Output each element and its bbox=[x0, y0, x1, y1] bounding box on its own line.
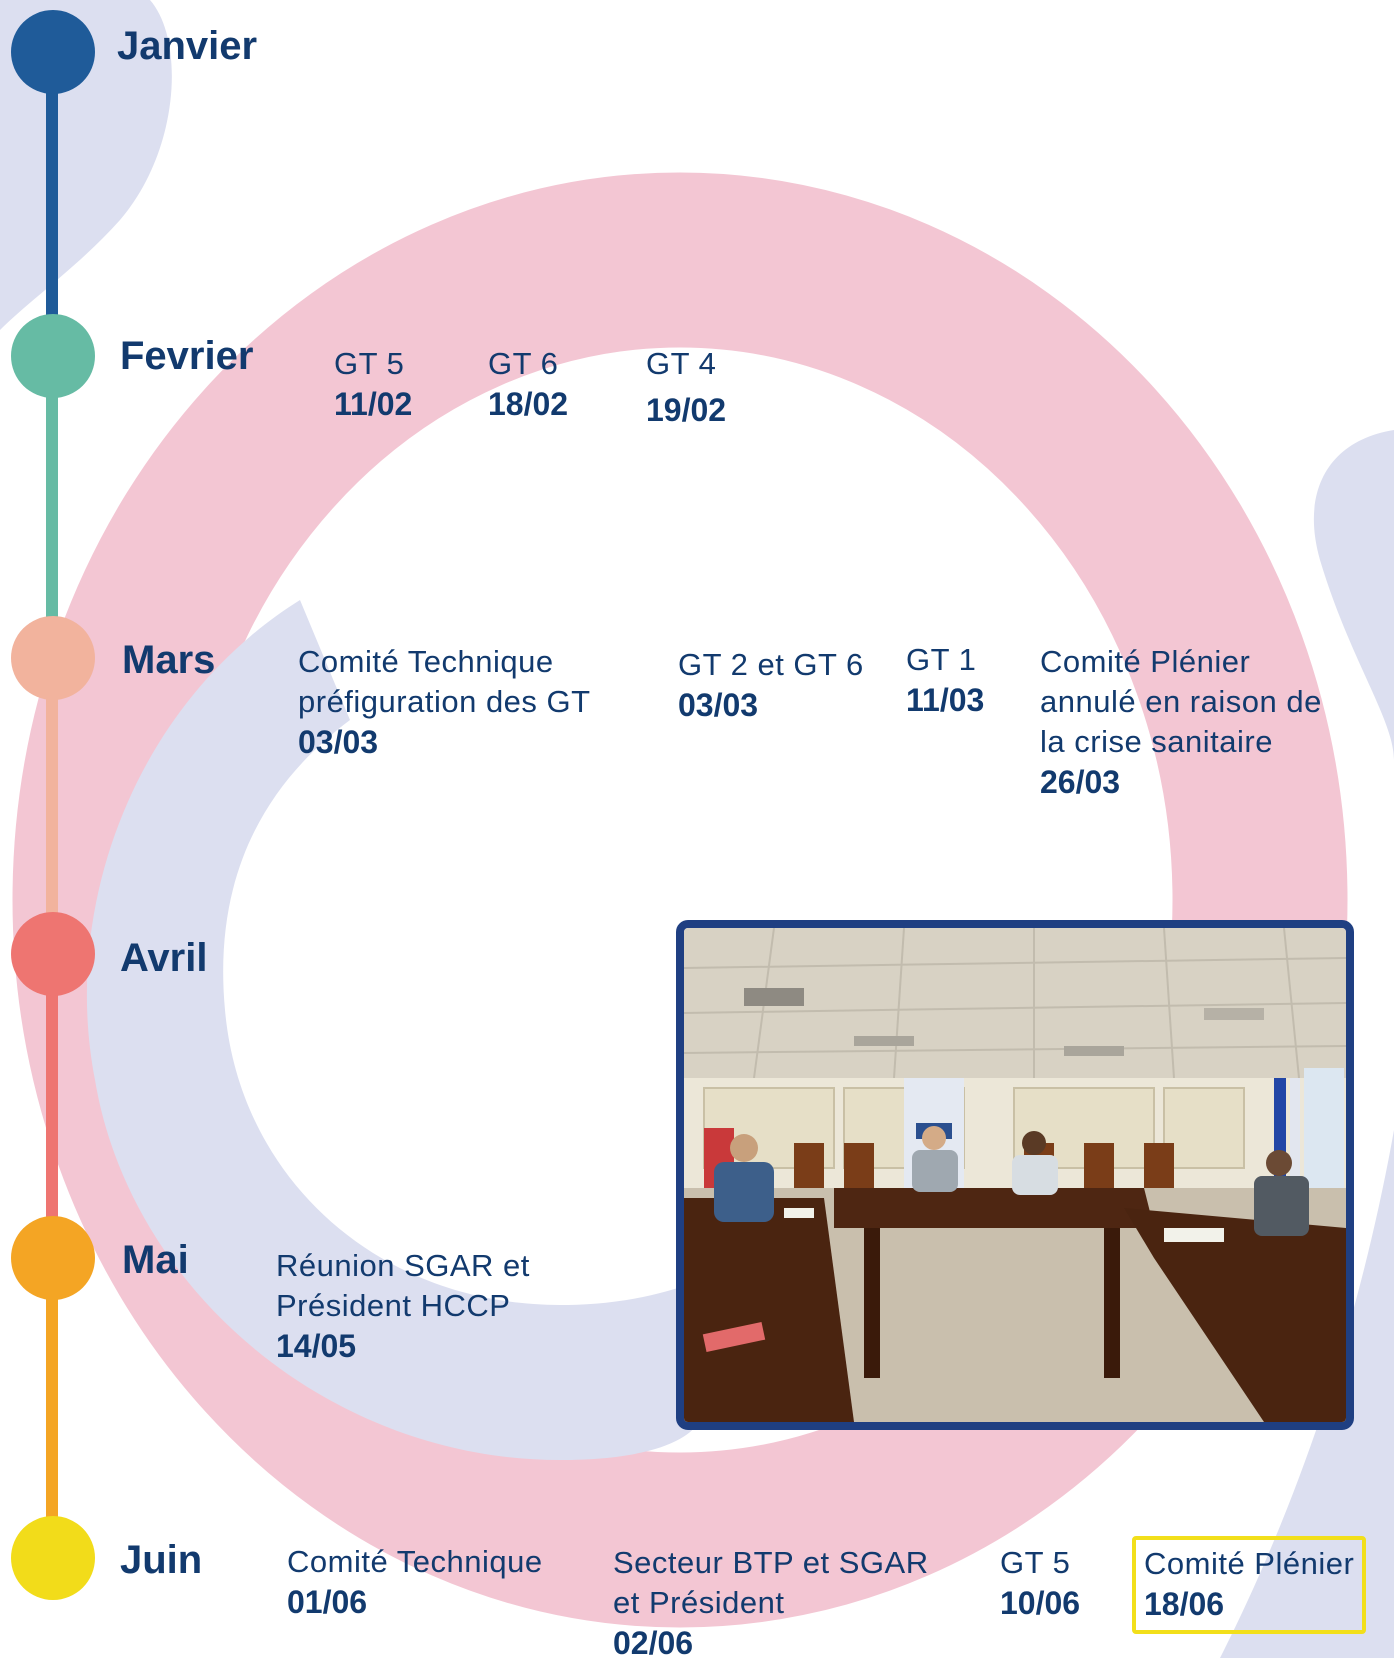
event-mai-reunion-sgar: Réunion SGAR et Président HCCP 14/05 bbox=[276, 1246, 530, 1366]
meeting-room-photo bbox=[676, 920, 1354, 1430]
event-title: GT 2 et GT 6 bbox=[678, 647, 864, 682]
event-date: 14/05 bbox=[276, 1328, 357, 1364]
timeline-segment-janvier bbox=[46, 50, 58, 350]
timeline-segment-mars bbox=[46, 656, 58, 952]
event-title: GT 5 bbox=[334, 346, 405, 381]
event-date: 10/06 bbox=[1000, 1585, 1081, 1621]
event-date: 18/02 bbox=[488, 386, 569, 422]
timeline-segment-avril bbox=[46, 952, 58, 1252]
month-label-janvier: Janvier bbox=[117, 24, 258, 68]
event-date: 26/03 bbox=[1040, 764, 1121, 800]
event-date: 18/06 bbox=[1144, 1586, 1225, 1622]
event-date: 01/06 bbox=[287, 1584, 368, 1620]
event-fevrier-gt6: GT 6 18/02 bbox=[488, 344, 568, 424]
event-date: 11/02 bbox=[334, 386, 413, 422]
event-fevrier-gt4: GT 4 19/02 bbox=[646, 344, 726, 430]
event-title: Réunion SGAR et Président HCCP bbox=[276, 1248, 530, 1323]
month-label-avril: Avril bbox=[120, 936, 208, 980]
event-juin-secteur-btp: Secteur BTP et SGAR et Président 02/06 bbox=[613, 1543, 929, 1663]
event-mars-comite-plenier-annule: Comité Plénier annulé en raison de la cr… bbox=[1040, 642, 1322, 802]
event-juin-comite-technique: Comité Technique 01/06 bbox=[287, 1542, 543, 1622]
event-date: 03/03 bbox=[678, 687, 759, 723]
month-label-mai: Mai bbox=[122, 1238, 189, 1282]
event-title: Comité Plénier annulé en raison de la cr… bbox=[1040, 644, 1322, 759]
month-marker-avril bbox=[11, 912, 95, 996]
event-title: GT 5 bbox=[1000, 1545, 1071, 1580]
month-label-fevrier: Fevrier bbox=[120, 334, 254, 378]
event-title: Comité Technique bbox=[287, 1544, 543, 1579]
timeline-segment-fevrier bbox=[46, 350, 58, 656]
event-date: 03/03 bbox=[298, 724, 379, 760]
month-marker-fevrier bbox=[11, 314, 95, 398]
event-fevrier-gt5: GT 5 11/02 bbox=[334, 344, 412, 424]
month-marker-juin bbox=[11, 1516, 95, 1600]
event-date: 19/02 bbox=[646, 392, 727, 428]
event-title: GT 4 bbox=[646, 346, 717, 381]
event-date: 11/03 bbox=[906, 682, 985, 718]
month-marker-mars bbox=[11, 616, 95, 700]
month-label-mars: Mars bbox=[122, 638, 216, 682]
event-juin-comite-plenier: Comité Plénier 18/06 bbox=[1132, 1536, 1367, 1634]
event-title: Secteur BTP et SGAR et Président bbox=[613, 1545, 929, 1620]
event-mars-comite-technique: Comité Technique préfiguration des GT 03… bbox=[298, 642, 591, 762]
month-marker-mai bbox=[11, 1216, 95, 1300]
month-marker-janvier bbox=[11, 10, 95, 94]
event-title: GT 1 bbox=[906, 642, 977, 677]
event-date: 02/06 bbox=[613, 1625, 694, 1661]
event-title: Comité Plénier bbox=[1144, 1546, 1355, 1581]
event-juin-gt5: GT 5 10/06 bbox=[1000, 1543, 1080, 1623]
event-title: GT 6 bbox=[488, 346, 559, 381]
event-mars-gt2-gt6: GT 2 et GT 6 03/03 bbox=[678, 645, 864, 725]
timeline-segment-mai bbox=[46, 1252, 58, 1552]
event-mars-gt1: GT 1 11/03 bbox=[906, 640, 984, 720]
event-title: Comité Technique préfiguration des GT bbox=[298, 644, 591, 719]
month-label-juin: Juin bbox=[120, 1538, 203, 1582]
